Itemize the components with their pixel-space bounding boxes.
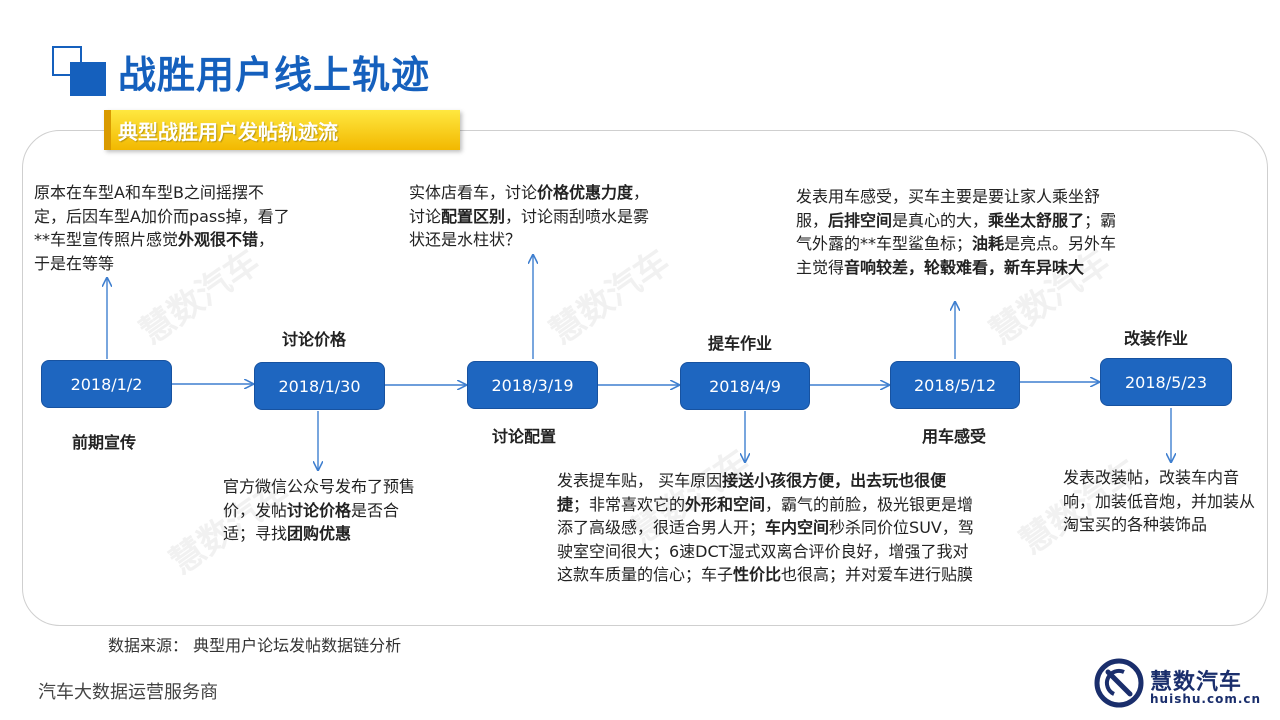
- note-text: 是否合适；寻找: [223, 500, 400, 544]
- note-text: 秒杀同价位SUV，驾驶室空间很大；6速DCT湿式双离合评价良好，增强了我对这款车…: [557, 518, 974, 584]
- note-text: ，霸气的前脸，极光银更是增添了高级感，很适合男人开；: [557, 494, 974, 538]
- highlight-text: 外形和空间: [685, 494, 766, 514]
- stage-label-1: 前期宣传: [72, 433, 137, 452]
- stage-label-5: 用车感受: [922, 427, 987, 446]
- note-text: ，讨论雨刮喷水是雾状还是水柱状？: [409, 206, 650, 250]
- highlight-text: 乘坐太舒服了: [988, 210, 1085, 230]
- note-5: 发表用车感受，买车主要是要让家人乘坐舒服，后排空间是真心的大，乘坐太舒服了；霸气…: [796, 185, 1121, 279]
- highlight-text: 讨论价格: [287, 500, 352, 520]
- note-4: 发表提车贴， 买车原因接送小孩很方便，出去玩也很便捷；非常喜欢它的外形和空间，霸…: [557, 469, 975, 587]
- highlight-text: 油耗: [972, 234, 1005, 253]
- brand-logo-icon: [1094, 658, 1144, 708]
- ribbon-accent: [104, 110, 111, 150]
- footer-tagline: 汽车大数据运营服务商: [38, 682, 218, 703]
- stage-label-3: 讨论配置: [492, 427, 557, 446]
- timeline-node-2: 2018/1/30: [254, 362, 385, 410]
- timeline-node-6: 2018/5/23: [1100, 358, 1232, 406]
- note-text: 官方微信公众号发布了预售价，发帖: [223, 477, 416, 520]
- brand-name: 慧数汽车: [1150, 670, 1243, 695]
- note-text: 是真心的大，: [892, 210, 989, 230]
- subtitle-ribbon: [104, 110, 460, 150]
- note-text: ；非常喜欢它的: [573, 494, 686, 514]
- note-text: ，讨论: [409, 183, 650, 226]
- highlight-text: 音响较差，轮毂难看，新车异味大: [844, 257, 1085, 277]
- note-text: 发表改装帖，改装车内音响，加装低音炮，并加装从淘宝买的各种装饰品: [1063, 468, 1256, 534]
- note-text: 原本在车型A和车型B之间摇摆不定，后因车型A加价而pass掉，看了**车型宣传照…: [34, 183, 290, 249]
- note-text: 是亮点。另外车主觉得: [796, 234, 1117, 277]
- highlight-text: 团购优惠: [287, 524, 352, 543]
- title-decoration-square: [70, 62, 106, 96]
- note-text: ，于是在等等: [34, 230, 275, 273]
- highlight-text: 配置区别: [441, 206, 506, 226]
- note-text: 发表提车贴， 买车原因: [557, 471, 723, 490]
- stage-label-2: 讨论价格: [282, 330, 347, 349]
- note-6: 发表改装帖，改装车内音响，加装低音炮，并加装从淘宝买的各种装饰品: [1063, 466, 1263, 537]
- note-text: 也很高；并对爱车进行贴膜: [781, 565, 974, 584]
- subtitle: 典型战胜用户发帖轨迹流: [118, 120, 338, 144]
- timeline-node-4: 2018/4/9: [680, 362, 810, 410]
- content-frame: [22, 130, 1268, 626]
- highlight-text: 价格优惠力度: [537, 183, 634, 202]
- highlight-text: 性价比: [733, 565, 782, 584]
- stage-label-6: 改装作业: [1124, 329, 1189, 348]
- note-text: 实体店看车，讨论: [409, 183, 538, 202]
- note-1: 原本在车型A和车型B之间摇摆不定，后因车型A加价而pass掉，看了**车型宣传照…: [34, 181, 290, 275]
- highlight-text: 接送小孩很方便，出去玩也很便捷: [557, 471, 947, 514]
- timeline-node-1: 2018/1/2: [41, 360, 172, 408]
- note-3: 实体店看车，讨论价格优惠力度，讨论配置区别，讨论雨刮喷水是雾状还是水柱状？: [409, 181, 665, 252]
- brand-domain: huishu.com.cn: [1150, 692, 1262, 706]
- highlight-text: 后排空间: [828, 210, 893, 230]
- page-title: 战胜用户线上轨迹: [118, 53, 431, 97]
- note-text: 发表用车感受，买车主要是要让家人乘坐舒服，: [796, 187, 1101, 230]
- title-decoration-outline: [52, 46, 82, 76]
- timeline-node-3: 2018/3/19: [467, 361, 598, 409]
- data-source: 数据来源： 典型用户论坛发帖数据链分析: [108, 636, 402, 655]
- stage-label-4: 提车作业: [708, 334, 773, 353]
- note-2: 官方微信公众号发布了预售价，发帖讨论价格是否合适；寻找团购优惠: [223, 475, 423, 546]
- timeline-node-5: 2018/5/12: [890, 361, 1020, 409]
- highlight-text: 车内空间: [765, 518, 830, 537]
- note-text: ；霸气外露的**车型鲨鱼标；: [796, 210, 1117, 254]
- highlight-text: 外观很不错: [178, 230, 259, 249]
